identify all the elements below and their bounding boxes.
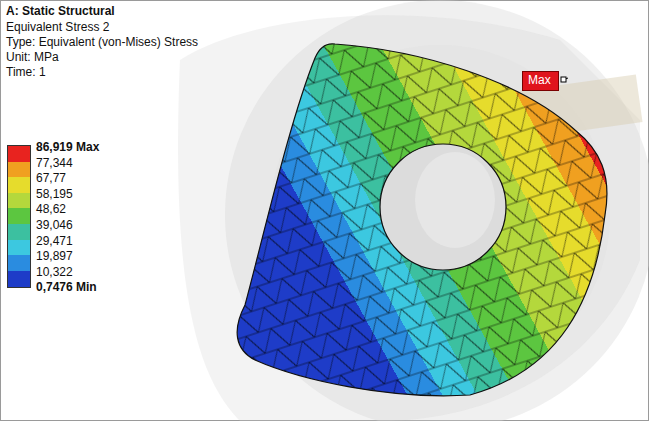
- legend-swatch: [8, 193, 30, 209]
- unit-label: Unit: MPa: [6, 50, 59, 64]
- result-type: Type: Equivalent (von-Mises) Stress: [6, 35, 198, 49]
- legend-swatch: [8, 224, 30, 240]
- legend-min: 0,7476 Min: [36, 280, 97, 294]
- legend-swatch: [8, 271, 30, 287]
- legend-swatch: [8, 255, 30, 271]
- time-label: Time: 1: [6, 65, 46, 79]
- result-title: A: Static Structural: [6, 4, 115, 18]
- legend-value: 77,344: [36, 156, 73, 170]
- legend-swatch: [8, 177, 30, 193]
- legend-value: 48,62: [36, 202, 66, 216]
- legend-value: 67,77: [36, 171, 66, 185]
- legend-swatch: [8, 146, 30, 162]
- legend-bar-outline: [7, 145, 31, 288]
- legend-swatch: [8, 208, 30, 224]
- legend-swatch: [8, 240, 30, 256]
- legend-value: 39,046: [36, 218, 73, 232]
- legend-value: 58,195: [36, 187, 73, 201]
- legend-value: 29,471: [36, 234, 73, 248]
- result-name: Equivalent Stress 2: [6, 20, 109, 34]
- marker-text: Max: [523, 72, 558, 88]
- legend-swatch: [8, 162, 30, 178]
- max-marker: Max: [522, 71, 559, 91]
- legend-value: 86,919 Max: [36, 140, 99, 154]
- legend-value: 19,897: [36, 249, 73, 263]
- legend-value: 10,322: [36, 265, 73, 279]
